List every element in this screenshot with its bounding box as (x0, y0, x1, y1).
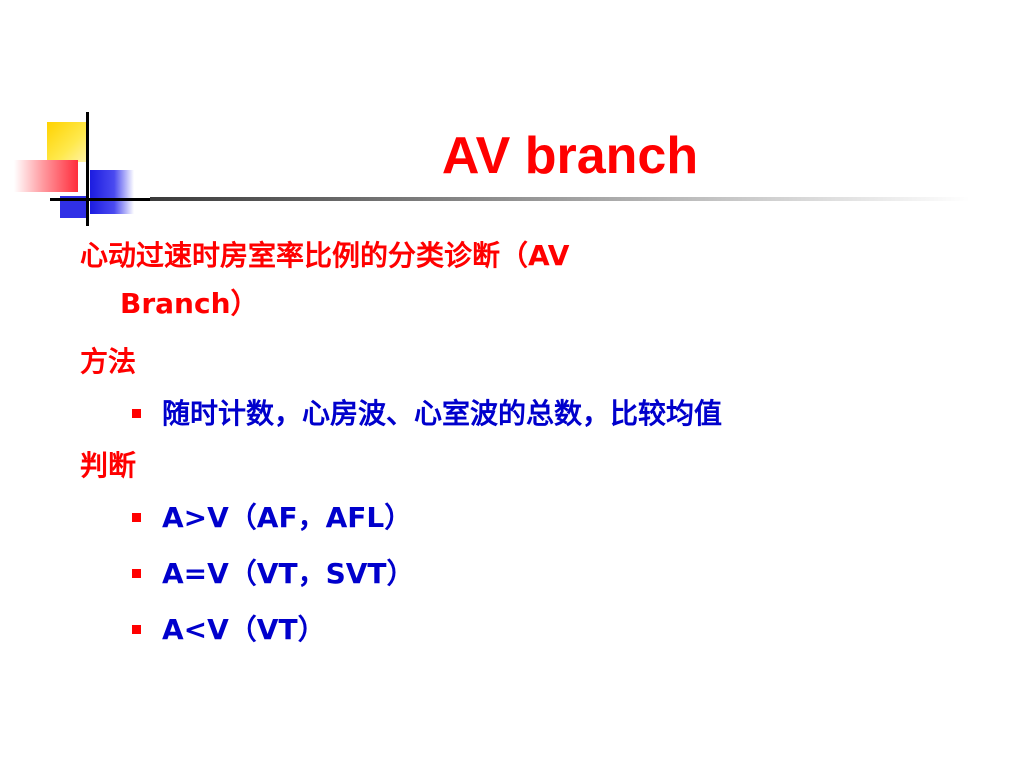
judgement-item-text: A<V（VT） (162, 613, 326, 646)
judgement-item-3: A<V（VT） (80, 602, 980, 658)
red-square-bullet-icon (132, 625, 141, 634)
red-square-bullet-icon (132, 513, 141, 522)
intro-line-2: Branch） (120, 287, 259, 320)
judgement-item-text: A=V（VT，SVT） (162, 557, 415, 590)
slide-body: 心动过速时房室率比例的分类诊断（AV Branch） 方法 随时计数，心房波、心… (80, 232, 980, 658)
judgement-item-text: A>V（AF，AFL） (162, 501, 413, 534)
method-item: 随时计数，心房波、心室波的总数，比较均值 (80, 386, 980, 442)
blue-square (90, 170, 134, 214)
yellow-square (47, 122, 87, 162)
red-square-bullet-icon (132, 409, 141, 418)
slide-title: AV branch (441, 127, 699, 185)
red-square-bullet-icon (132, 569, 141, 578)
red-square (14, 160, 78, 192)
method-heading: 方法 (80, 345, 137, 378)
judgement-item-2: A=V（VT，SVT） (80, 546, 980, 602)
judgement-item-1: A>V（AF，AFL） (80, 490, 980, 546)
method-item-text: 随时计数，心房波、心室波的总数，比较均值 (162, 397, 723, 430)
color-blocks-logo-icon (0, 0, 180, 240)
vertical-line (86, 112, 89, 226)
intro-line-1: 心动过速时房室率比例的分类诊断（AV (80, 239, 570, 272)
intro-heading: 心动过速时房室率比例的分类诊断（AV Branch） (80, 232, 980, 328)
judgement-heading: 判断 (80, 449, 137, 482)
blue-square-small (60, 196, 88, 218)
title-underline (150, 197, 970, 201)
horizontal-line (50, 198, 170, 201)
